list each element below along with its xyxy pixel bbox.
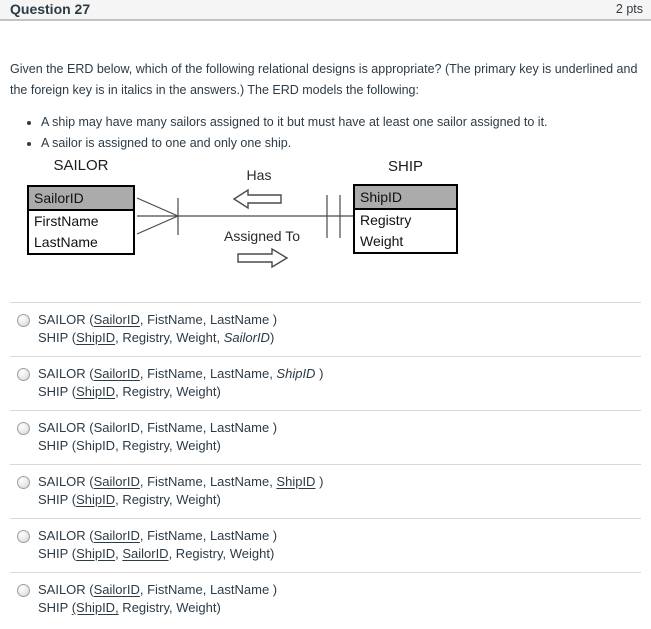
option-text: SAILOR (SailorID, FistName, LastName ) SH…	[38, 419, 277, 455]
option-line: SAILOR (SailorID, FistName, LastName, Sh…	[38, 366, 324, 381]
erd-connectors	[136, 188, 353, 269]
sailor-entity-title: SAILOR	[53, 157, 109, 174]
option-text: SAILOR (SailorID, FistName, LastName ) SH…	[38, 311, 277, 347]
has-arrow-icon	[232, 188, 282, 210]
crows-foot-connector	[136, 197, 179, 235]
option-line: SAILOR (SailorID, FistName, LastName )	[38, 312, 278, 327]
answer-option[interactable]: SAILOR (SailorID, FistName, LastName, Sh…	[10, 464, 641, 518]
option-line: SAILOR (SailorID, FistName, LastName )	[38, 528, 278, 543]
option-line: SHIP (ShipID, Registry, Weight, SailorID…	[38, 330, 275, 345]
radio-button[interactable]	[17, 368, 30, 381]
option-line: SAILOR (SailorID, FistName, LastName, Sh…	[38, 474, 324, 489]
relationship-label-assigned-to: Assigned To	[223, 228, 300, 244]
question-body: Given the ERD below, which of the follow…	[0, 59, 651, 626]
ship-key-attribute: ShipID	[355, 186, 456, 210]
option-line: SAILOR (SailorID, FistName, LastName )	[38, 582, 278, 597]
option-line: SHIP (ShipID, Registry, Weight)	[38, 600, 221, 615]
bullet-item: A ship may have many sailors assigned to…	[41, 112, 641, 133]
ship-entity-title: SHIP	[387, 158, 423, 175]
question-points: 2 pts	[615, 2, 643, 16]
option-line: SHIP (ShipID, SailorID, Registry, Weight…	[38, 546, 275, 561]
option-text: SAILOR (SailorID, FistName, LastName ) SH…	[38, 581, 277, 617]
answer-option[interactable]: SAILOR (SailorID, FistName, LastName ) SH…	[10, 410, 641, 464]
answer-option[interactable]: SAILOR (SailorID, FistName, LastName ) SH…	[10, 572, 641, 626]
sailor-attribute: FirstName	[34, 213, 99, 229]
answer-option[interactable]: SAILOR (SailorID, FistName, LastName ) SH…	[10, 302, 641, 356]
option-line: SHIP (ShipID, Registry, Weight)	[38, 384, 221, 399]
question-title: Question 27	[10, 1, 91, 17]
option-line: SHIP (ShipID, Registry, Weight)	[38, 438, 221, 453]
radio-button[interactable]	[17, 476, 30, 489]
sailor-entity-box: SailorID FirstName LastName	[27, 185, 135, 255]
question-prompt: Given the ERD below, which of the follow…	[10, 62, 638, 97]
question-header: Question 27 2 pts	[0, 0, 651, 21]
option-line: SHIP (ShipID, Registry, Weight)	[38, 492, 221, 507]
relationship-label-has: Has	[246, 167, 272, 183]
option-text: SAILOR (SailorID, FistName, LastName ) SH…	[38, 527, 277, 563]
bullet-item: A sailor is assigned to one and only one…	[41, 133, 641, 154]
one-and-only-one-bars	[326, 195, 341, 238]
answer-option[interactable]: SAILOR (SailorID, FistName, LastName, Sh…	[10, 356, 641, 410]
assigned-to-arrow-icon	[237, 247, 289, 269]
radio-button[interactable]	[17, 314, 30, 327]
option-text: SAILOR (SailorID, FistName, LastName, Sh…	[38, 473, 323, 509]
answer-option[interactable]: SAILOR (SailorID, FistName, LastName ) SH…	[10, 518, 641, 572]
erd-diagram: SAILOR SHIP SailorID FirstName LastName …	[10, 154, 641, 276]
option-text: SAILOR (SailorID, FistName, LastName, Sh…	[38, 365, 323, 401]
ship-entity-box: ShipID Registry Weight	[353, 184, 458, 254]
question-bullets: A ship may have many sailors assigned to…	[10, 112, 641, 154]
radio-button[interactable]	[17, 584, 30, 597]
radio-button[interactable]	[17, 422, 30, 435]
sailor-attribute: LastName	[34, 234, 98, 250]
sailor-key-attribute: SailorID	[29, 187, 133, 211]
options-list: SAILOR (SailorID, FistName, LastName ) SH…	[10, 302, 641, 626]
ship-attribute: Registry	[360, 212, 412, 228]
option-line: SAILOR (SailorID, FistName, LastName )	[38, 420, 278, 435]
radio-button[interactable]	[17, 530, 30, 543]
ship-attribute: Weight	[360, 233, 404, 249]
